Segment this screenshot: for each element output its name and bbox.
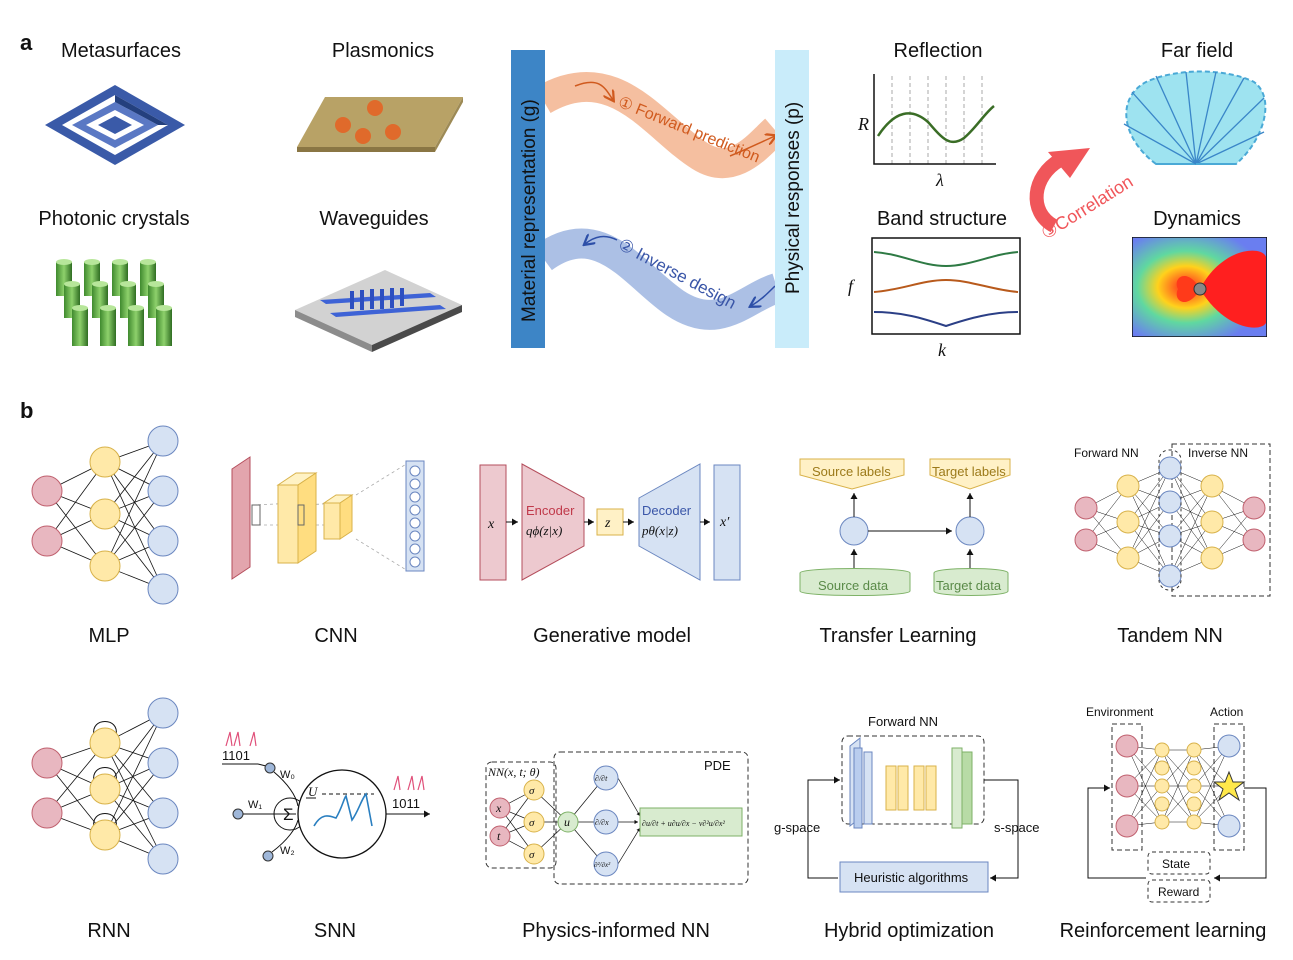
pinn-u: u [564,815,570,829]
snn-out-bits: 1011 [392,796,420,811]
pinn-caption: Physics-informed NN [522,920,710,942]
hybrid-diagram: Forward NN g-space s-space Heuristic alg… [774,714,1040,893]
encoder-q: qϕ(z|x) [526,523,562,538]
correlation-arrow: ③Correlation [1029,148,1137,243]
reflection-label: Reflection [893,40,983,62]
panel-b-letter: b [20,398,34,423]
snn-caption: SNN [313,920,357,942]
right-bar-label: Physical responses (p) [783,102,804,294]
correlation-label: ③Correlation [1038,171,1137,243]
gen-xprime: x′ [719,515,730,530]
mlp-caption: MLP [88,625,130,647]
rl-environment-label: Environment [1086,705,1154,719]
dynamics-label: Dynamics [1153,208,1241,230]
transfer-caption: Transfer Learning [819,625,977,647]
waveguides-label: Waveguides [319,208,429,230]
pinn-sigma-1: σ [529,785,535,797]
snn-sigma: Σ [283,805,294,824]
cnn-caption: CNN [314,625,358,647]
snn-w1: W₁ [248,799,262,811]
tandem-diagram: Forward NN Inverse NN [1074,443,1271,597]
rl-action-label: Action [1210,705,1243,719]
dynamics-plot [1132,237,1267,337]
decoder-block [638,463,701,581]
rl-reward-label: Reward [1158,885,1199,899]
source-labels: Source labels [812,464,891,479]
snn-w0: W₀ [280,769,295,781]
latent-z: z [604,516,611,531]
far-field-plot [1123,70,1267,165]
metasurface-icon [45,85,185,165]
pinn-diagram: NN(x, t; θ) PDE x t σ σ σ u ∂/∂t ∂/∂x ∂²… [485,751,749,885]
tandem-inverse-label: Inverse NN [1188,446,1248,460]
transfer-diagram: Source labels Target labels Source data … [799,458,1011,596]
plasmonics-label: Plasmonics [331,40,435,62]
far-field-label: Far field [1160,40,1234,62]
target-labels: Target labels [932,464,1006,479]
source-data: Source data [818,578,889,593]
rnn-diagram [31,697,179,875]
photonic-crystal-icon [56,259,172,346]
right-bar [775,50,809,348]
hybrid-caption: Hybrid optimization [823,920,995,942]
metasurfaces-label: Metasurfaces [60,40,182,62]
pinn-sigma-2: σ [529,817,535,829]
band-structure-label: Band structure [876,208,1008,230]
forward-inverse-diagram: Material representation (g) Physical res… [511,50,809,348]
reflection-xlabel: λ [935,170,944,190]
snn-w2: W₂ [280,845,295,857]
g-space-label: g-space [774,820,820,835]
pinn-pde-label: PDE [704,758,731,773]
pinn-d-dt: ∂/∂t [595,774,608,783]
encoder-block [521,463,585,581]
cnn-diagram [231,456,425,580]
forward-band [535,72,786,178]
pinn-sigma-3: σ [529,849,535,861]
pinn-d2-dx2: ∂²/∂x² [594,861,611,869]
rl-diagram: Environment Action State Reward [1086,705,1267,903]
plasmonics-icon [297,97,463,152]
snn-uth: U [308,784,319,799]
pinn-t: t [497,829,501,843]
pinn-d-dx: ∂/∂x [595,818,609,827]
band-xlabel: k [938,340,947,360]
reflection-ylabel: R [857,114,869,134]
tandem-forward-label: Forward NN [1074,446,1139,460]
action-star-icon [1212,770,1246,802]
waveguide-icon [295,270,462,352]
generative-diagram: x Encoder qϕ(z|x) z Decoder pθ(x|z) x′ [479,463,741,581]
reflection-plot: R λ [857,74,996,190]
pinn-equation: ∂u/∂t + u∂u/∂x − ν∂²u/∂x² [642,819,725,828]
mlp-diagram [31,425,179,605]
generative-caption: Generative model [533,625,691,647]
heuristic-label: Heuristic algorithms [854,870,969,885]
left-bar [511,50,545,348]
rl-state-label: State [1162,857,1190,871]
rnn-caption: RNN [87,920,131,942]
decoder-p: pθ(x|z) [641,523,678,538]
left-bar-label: Material representation (g) [519,99,540,322]
pinn-x: x [495,801,502,815]
tandem-caption: Tandem NN [1117,625,1223,647]
snn-in-bits: 1101 [222,748,250,763]
encoder-label: Encoder [526,503,575,518]
s-space-label: s-space [994,820,1040,835]
panel-a-letter: a [20,30,33,55]
snn-diagram: 1101 W₀ W₁ W₂ Σ U 1011 [222,731,430,862]
pinn-nn-label: NN(x, t; θ) [487,765,540,779]
decoder-label: Decoder [642,503,692,518]
target-data: Target data [936,578,1002,593]
band-structure-plot: f k [848,237,1021,360]
gen-x: x [487,517,495,532]
band-ylabel: f [848,276,856,296]
hybrid-forward-label: Forward NN [868,714,938,729]
rl-caption: Reinforcement learning [1059,920,1267,942]
photonic-crystals-label: Photonic crystals [38,208,190,230]
